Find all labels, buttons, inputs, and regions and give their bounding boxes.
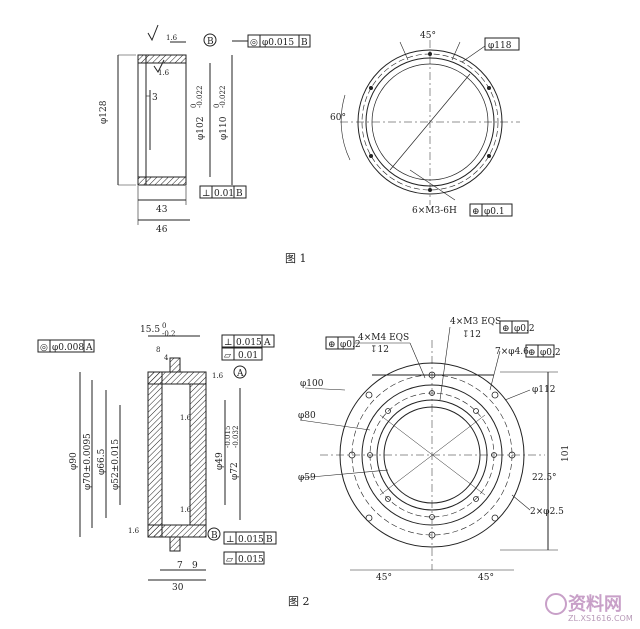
watermark-logo-icon: [545, 593, 567, 615]
hole-callout: 4×M3 EQS: [450, 317, 501, 327]
dim-label: φ90: [69, 452, 79, 470]
dim-tol: -0.015: [224, 426, 232, 448]
dim-label: 9: [192, 561, 198, 571]
fig1-side-view: [117, 24, 311, 225]
tol-value: φ0.2: [540, 348, 561, 358]
dim-label: φ66.5: [97, 448, 107, 475]
tol-symbol: ⊕: [472, 207, 480, 217]
dim-tol: 0: [213, 104, 221, 108]
tol-datum: A: [85, 343, 93, 353]
tol-value: 0.015: [238, 555, 264, 565]
fig1-front-holes: [369, 52, 491, 192]
dim-tol: -0.2: [162, 330, 176, 338]
dim-label: φ100: [300, 379, 324, 389]
dim-label: φ49: [215, 452, 225, 470]
dim-label: φ102: [196, 117, 206, 140]
dim-label: φ112: [532, 385, 555, 395]
tol-symbol: ⊕: [328, 340, 336, 350]
tol-symbol: ◎: [40, 343, 48, 353]
dim-tol: 0: [162, 322, 166, 330]
tol-symbol: ▱: [226, 555, 233, 565]
fig2-front-labels: 4×M4 EQS ↧12 4×M3 EQS ↧12 7×φ4.6 ⊕ φ0.2 …: [298, 317, 571, 583]
dim-label: φ118: [488, 41, 512, 51]
dim-label: 4: [164, 354, 169, 362]
watermark-title: 资料网: [568, 593, 622, 615]
fig1-side-labels: φ128 3 φ102 0 -0.022 φ110 0 -0.022 43 46…: [99, 34, 308, 235]
hole-callout: ↧12: [370, 345, 389, 355]
thread-label: 6×M3-6H: [412, 206, 457, 216]
dim-tol: -0.022: [219, 86, 227, 108]
tol-value: φ0.2: [514, 324, 535, 334]
dim-label: φ70±0.0095: [83, 433, 93, 490]
dim-label: φ110: [219, 116, 229, 140]
dim-label: 30: [172, 583, 184, 593]
tol-symbol: ⊥: [226, 535, 234, 545]
dim-label: φ128: [99, 100, 109, 124]
tol-symbol: ◎: [250, 38, 258, 48]
dim-label: φ52±0.015: [111, 439, 121, 490]
tol-value: 0.015: [236, 338, 262, 348]
dim-label: 46: [156, 225, 168, 235]
roughness-value: 1.6: [166, 34, 178, 42]
dim-label: 15.5: [140, 325, 160, 335]
tol-symbol: ⊥: [224, 338, 232, 348]
watermark: 资料网 ZL.XS1616.COM: [545, 593, 633, 623]
dim-label: 101: [561, 445, 571, 462]
roughness-value: 1.6: [212, 372, 224, 380]
dim-tol: 0: [190, 104, 198, 108]
angle-label: 45°: [478, 573, 494, 583]
tol-value: φ0.1: [484, 207, 505, 217]
fig2-front-holes: [348, 371, 516, 539]
tol-symbol: ⊕: [528, 348, 536, 358]
fig1-front-labels: 45° 60° φ118 6×M3-6H ⊕ φ0.1: [330, 31, 512, 217]
dim-label: 43: [156, 205, 168, 215]
dim-label: 7: [177, 561, 183, 571]
dim-label: φ59: [298, 473, 316, 483]
tol-symbol: ⊕: [502, 324, 510, 334]
angle-label: 22.5°: [532, 473, 557, 483]
roughness-value: 1.6: [158, 69, 170, 77]
tol-value: φ0.008: [52, 343, 84, 353]
tol-value: φ0.2: [340, 340, 361, 350]
angle-label: 45°: [376, 573, 392, 583]
tol-datum: B: [266, 535, 273, 545]
roughness-value: 1.6: [180, 414, 192, 422]
figure-caption: 图 2: [288, 595, 310, 608]
angle-label: 45°: [420, 31, 436, 41]
dim-label: 3: [152, 93, 158, 103]
tol-value: 0.01: [238, 351, 258, 361]
tol-value: 0.015: [238, 535, 264, 545]
tol-symbol: ▱: [224, 351, 231, 361]
watermark-url: ZL.XS1616.COM: [568, 614, 633, 623]
tol-datum: B: [236, 189, 243, 199]
dim-tol: -0.022: [196, 86, 204, 108]
fig2-section-view: [37, 334, 277, 581]
tol-value: 0.01: [214, 189, 234, 199]
angle-label: 60°: [330, 113, 346, 123]
dim-tol: -0.032: [232, 426, 240, 448]
hole-callout: 4×M4 EQS: [358, 333, 409, 343]
hole-callout: 7×φ4.6: [495, 347, 529, 357]
dim-label: φ80: [298, 411, 316, 421]
tol-datum: A: [263, 338, 271, 348]
tol-datum: B: [301, 38, 308, 48]
dim-label: 2×φ2.5: [530, 507, 564, 517]
fig2-front-view: [299, 320, 558, 571]
figure-caption: 图 1: [285, 252, 307, 265]
datum-label: B: [207, 37, 214, 47]
dim-label: φ72: [230, 462, 240, 480]
tol-symbol: ⊥: [202, 189, 210, 199]
datum-label: B: [211, 531, 218, 541]
dim-label: 8: [156, 346, 160, 354]
fig2-section-labels: 15.5 0 -0.2 8 4 φ90 φ70±0.0095 φ66.5 φ52…: [40, 322, 273, 593]
roughness-value: 1.6: [128, 527, 140, 535]
fig1-front-view: [340, 37, 520, 217]
hole-callout: ↧12: [462, 330, 481, 340]
datum-label: A: [236, 369, 244, 379]
roughness-value: 1.6: [180, 506, 192, 514]
tol-value: φ0.015: [262, 38, 294, 48]
